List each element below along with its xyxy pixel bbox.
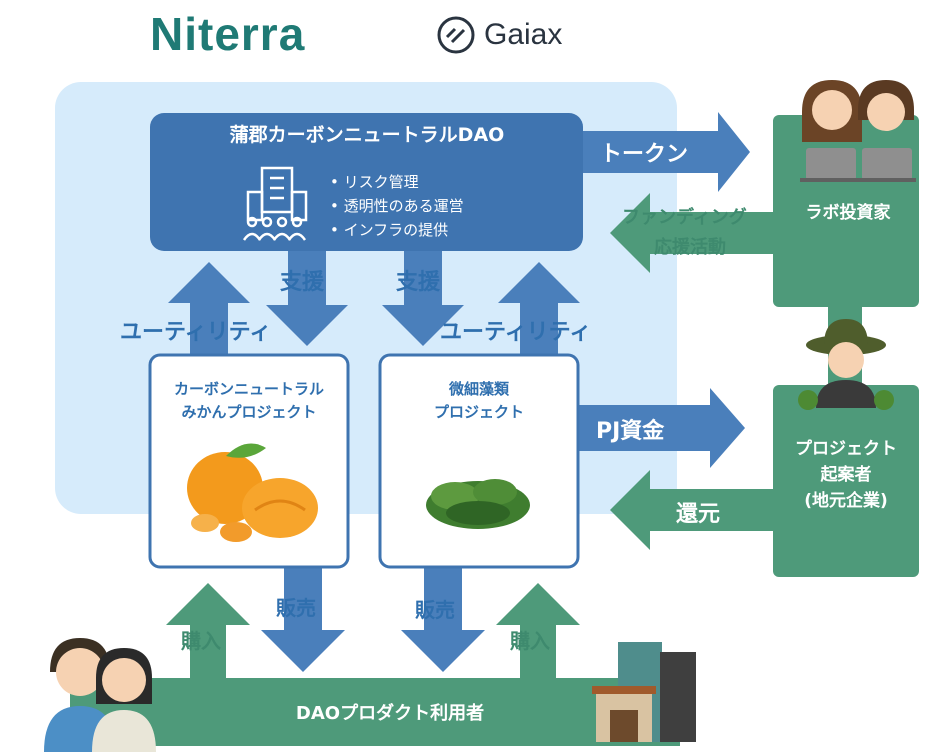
- mikan-project-title-line1: カーボンニュートラル: [173, 380, 324, 398]
- dao-bullet-item: 透明性のある運営: [330, 194, 570, 218]
- token-label: トークン: [600, 142, 689, 167]
- lab-investors-illustration: [800, 80, 916, 182]
- dao-users-label: DAOプロダクト利用者: [295, 703, 485, 724]
- purchase-label-left: 購入: [181, 629, 221, 653]
- purchase-arrow-right: [496, 583, 580, 680]
- return-label: 還元: [676, 502, 721, 527]
- funding-arrow: [610, 193, 773, 273]
- sales-label-right: 販売: [415, 598, 455, 622]
- utility-arrow-right: [498, 262, 580, 360]
- support-label-right: 支援: [396, 270, 441, 295]
- dao-bullet-item: インフラの提供: [330, 218, 570, 242]
- dao-title: 蒲郡カーボンニュートラルDAO: [229, 124, 505, 146]
- support-arrow-right: [382, 251, 464, 346]
- pj-funds-label: PJ資金: [596, 419, 665, 444]
- support-activity-label: 応援活動: [654, 237, 726, 258]
- funding-label: ファンディング: [622, 207, 747, 228]
- organization-icon: [242, 166, 308, 241]
- gaiax-mark-icon: [437, 16, 475, 54]
- microalgae-illustration: [426, 479, 530, 529]
- users-illustration: [44, 638, 156, 752]
- dao-bullet-item: リスク管理: [330, 170, 570, 194]
- purchase-label-right: 購入: [510, 629, 550, 653]
- sales-arrow-right: [401, 560, 485, 672]
- dao-users-bar: [70, 678, 680, 746]
- support-label-left: 支援: [280, 270, 325, 295]
- project-proposer-label-line3: (地元企業): [804, 491, 888, 511]
- support-arrow-left: [266, 251, 348, 346]
- utility-label-right: ユーティリティ: [440, 320, 592, 345]
- lab-investors-label: ラボ投資家: [805, 203, 891, 223]
- pj-funds-arrow: [578, 388, 745, 468]
- sales-label-left: 販売: [276, 596, 316, 620]
- project-proposer-label: プロジェクト 起案者 (地元企業): [773, 436, 919, 514]
- utility-label-left: ユーティリティ: [120, 320, 272, 345]
- project-proposer-label-line2: 起案者: [820, 465, 872, 485]
- algae-project-title: 微細藻類 プロジェクト: [380, 378, 578, 424]
- mandarin-orange-illustration: [187, 443, 318, 542]
- mikan-project-title-line2: みかんプロジェクト: [181, 403, 317, 421]
- building-illustration: [592, 642, 696, 742]
- token-arrow: [583, 112, 750, 192]
- algae-project-title-line1: 微細藻類: [448, 380, 509, 398]
- algae-project-title-line2: プロジェクト: [433, 403, 524, 421]
- gaiax-logo: Gaiax: [436, 10, 596, 60]
- utility-arrow-left: [168, 262, 250, 360]
- mikan-project-title: カーボンニュートラル みかんプロジェクト: [150, 378, 348, 424]
- project-proposer-box: [773, 385, 919, 577]
- purchase-arrow-left: [166, 583, 250, 680]
- niterra-logo: Niterra: [150, 8, 306, 60]
- project-proposer-label-line1: プロジェクト: [795, 439, 897, 459]
- sales-arrow-left: [261, 560, 345, 672]
- algae-project-box: [378, 353, 580, 569]
- project-proposer-illustration: [798, 319, 894, 410]
- gaiax-wordmark: Gaiax: [484, 18, 563, 51]
- return-arrow: [610, 470, 773, 550]
- dao-bullet-list: リスク管理 透明性のある運営 インフラの提供: [330, 170, 570, 242]
